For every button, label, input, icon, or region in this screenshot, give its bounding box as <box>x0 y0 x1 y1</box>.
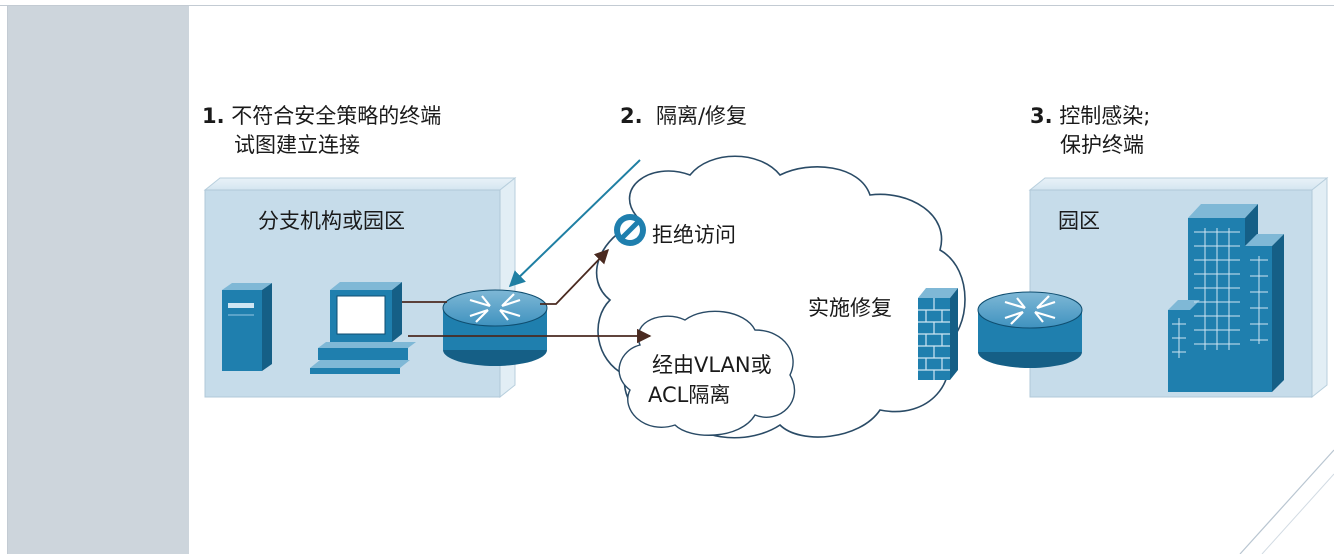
quarantine-label-line2: ACL隔离 <box>648 383 731 407</box>
frame-top-border <box>0 5 1334 6</box>
firewall-icon <box>918 288 958 380</box>
quarantine-label-line1: 经由VLAN或 <box>652 353 772 377</box>
router-icon <box>977 291 1083 368</box>
step-1-line2: 试图建立连接 <box>234 133 360 157</box>
frame-left-border <box>7 5 8 554</box>
router-icon <box>442 289 548 366</box>
server-icon <box>222 283 272 371</box>
sidebar-panel <box>8 6 189 554</box>
campus-box-label: 园区 <box>1058 209 1100 233</box>
step-1-label: 1. 不符合安全策略的终端 <box>202 104 442 128</box>
step-3-line2: 保护终端 <box>1060 133 1144 157</box>
no-entry-icon <box>614 214 646 246</box>
connector-lines <box>402 159 652 344</box>
step-2-label: 2. 隔离/修复 <box>620 104 748 128</box>
network-cloud <box>595 155 966 439</box>
page-fold-decoration <box>1239 449 1334 554</box>
deny-access-label: 拒绝访问 <box>652 223 736 247</box>
building-icon <box>1168 204 1284 392</box>
remediation-label: 实施修复 <box>808 296 892 320</box>
branch-box-label: 分支机构或园区 <box>258 209 405 233</box>
step-3-label: 3. 控制感染; <box>1030 104 1151 128</box>
workstation-icon <box>310 282 416 374</box>
